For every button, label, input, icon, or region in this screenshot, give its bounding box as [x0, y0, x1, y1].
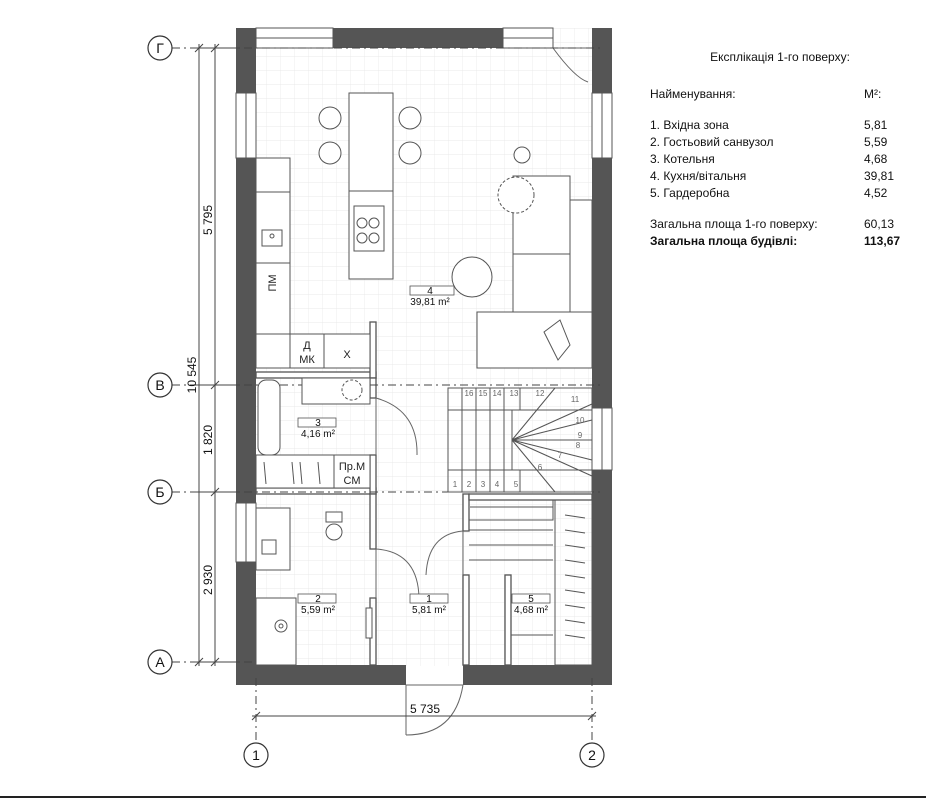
room4-area: 39,81 m² [410, 297, 450, 308]
legend-room-name: 2. Гостьовий санвузол [650, 135, 774, 149]
room-schedule: Експлікація 1-го поверху: Найменування: … [650, 50, 910, 250]
legend-room-name: 3. Котельня [650, 152, 715, 166]
legend-row: 5. Гардеробна 4,52 [650, 185, 910, 202]
label-d: Д [303, 340, 311, 352]
legend-total-floor-value: 60,13 [864, 217, 895, 231]
room4-number: 4 [427, 286, 433, 297]
axis-label-1: 1 [252, 747, 260, 763]
legend-total-building: Загальна площа будівлі: 113,67 [650, 233, 910, 250]
label-pm: ПМ [267, 274, 279, 291]
legend-row: 3. Котельня 4,68 [650, 151, 910, 168]
axis-markers [147, 35, 605, 768]
stair-step-number: 3 [481, 480, 486, 489]
legend-room-name: 4. Кухня/вітальня [650, 169, 747, 183]
stair-step-number: 1 [453, 480, 458, 489]
page-bottom-rule [0, 796, 926, 798]
interior-walls [255, 321, 593, 666]
stair-step-number: 4 [495, 480, 500, 489]
stair-step-number: 9 [578, 431, 583, 440]
dimension-lines [194, 43, 597, 721]
legend-header: Найменування: M²: [650, 86, 910, 103]
legend-room-name: 1. Вхідна зона [650, 118, 729, 132]
legend-room-area: 5,81 [864, 118, 888, 132]
axis-label-a: А [155, 654, 165, 670]
legend-title: Експлікація 1-го поверху: [710, 50, 850, 64]
stair-step-number: 16 [465, 389, 474, 398]
stair-step-number: 12 [536, 389, 545, 398]
axis-label-g: Г [156, 40, 164, 56]
legend-room-area: 5,59 [864, 135, 888, 149]
windows [235, 27, 613, 563]
legend-row: 2. Гостьовий санвузол 5,59 [650, 134, 910, 151]
staircase [447, 387, 593, 493]
dim-span-g-v: 5 795 [201, 205, 215, 235]
legend-total-floor: Загальна площа 1-го поверху: 60,13 [650, 216, 910, 233]
label-prm: Пр.М [339, 461, 365, 473]
living-furniture [451, 146, 593, 369]
axis-label-b: Б [155, 484, 164, 500]
stair-step-number: 2 [467, 480, 472, 489]
label-x: Х [343, 349, 351, 361]
stair-step-number: 11 [571, 395, 580, 404]
room-tags [297, 285, 551, 604]
kitchen-counter [255, 157, 371, 369]
interior-doors [375, 397, 464, 736]
bathroom-fixtures [255, 507, 373, 666]
axis-label-v: В [155, 377, 164, 393]
dim-overall-width: 5 735 [410, 702, 440, 716]
room3-number: 3 [315, 418, 321, 429]
room3-area: 4,16 m² [301, 429, 336, 440]
room5-number: 5 [528, 594, 534, 605]
legend-total-building-value: 113,67 [864, 234, 901, 248]
wardrobe-fixtures [468, 499, 593, 666]
stair-step-number: 14 [493, 389, 502, 398]
stair-step-number: 13 [510, 389, 519, 398]
kitchen-island [318, 92, 422, 280]
stair-step-number: 10 [576, 416, 585, 425]
dim-span-b-a: 2 930 [201, 565, 215, 595]
label-mk: МК [299, 354, 315, 366]
legend-room-area: 39,81 [864, 169, 895, 183]
legend-row: 4. Кухня/вітальня 39,81 [650, 168, 910, 185]
dim-span-v-b: 1 820 [201, 425, 215, 455]
room1-number: 1 [426, 594, 432, 605]
legend-header-area: M²: [864, 87, 882, 101]
room1-area: 5,81 m² [412, 605, 447, 616]
legend-room-name: 5. Гардеробна [650, 186, 730, 200]
exterior-walls [236, 28, 612, 685]
stair-step-number: 7 [558, 451, 563, 460]
boiler-room-fixtures [255, 377, 371, 489]
legend-total-building-label: Загальна площа будівлі: [650, 234, 798, 248]
label-sm: СМ [344, 475, 361, 487]
dim-overall-height: 10 545 [185, 356, 199, 393]
room2-area: 5,59 m² [301, 605, 336, 616]
stair-step-number: 6 [538, 463, 543, 472]
legend-row: 1. Вхідна зона 5,81 [650, 117, 910, 134]
room2-number: 2 [315, 594, 321, 605]
legend-room-area: 4,52 [864, 186, 888, 200]
room5-area: 4,68 m² [514, 605, 549, 616]
legend-header-name: Найменування: [650, 87, 736, 101]
stair-step-number: 5 [514, 480, 519, 489]
legend-room-area: 4,68 [864, 152, 888, 166]
stair-step-number: 8 [576, 441, 581, 450]
legend-total-floor-label: Загальна площа 1-го поверху: [650, 217, 818, 231]
stair-step-number: 15 [479, 389, 488, 398]
axis-label-2: 2 [588, 747, 596, 763]
